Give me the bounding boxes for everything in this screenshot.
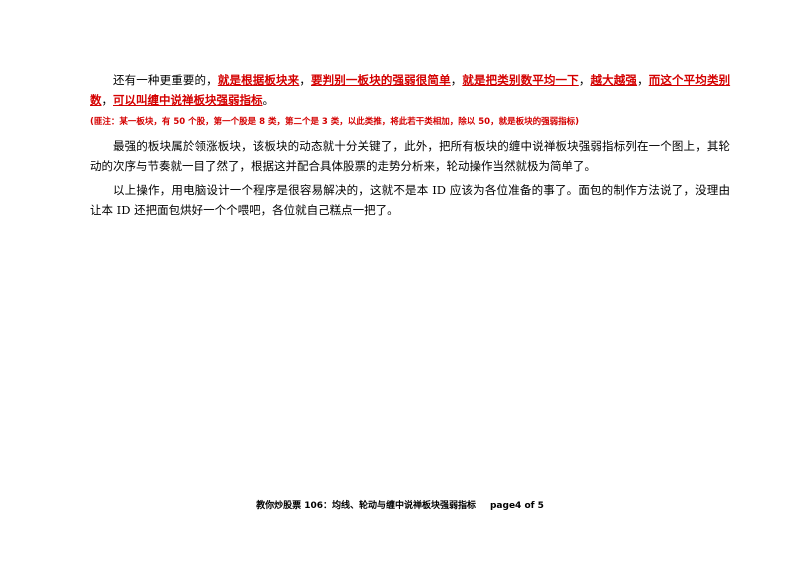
separator: ， (101, 93, 114, 107)
page-content: 还有一种更重要的，就是根据板块来，要判别一板块的强弱很简单，就是把类别数平均一下… (90, 70, 730, 224)
highlight-average-number: 而这个平均类别数 (90, 73, 731, 107)
highlight-average-categories: 就是把类别数平均一下 (462, 73, 579, 87)
separator: ， (299, 73, 311, 87)
paragraph-end: 。 (262, 93, 275, 107)
separator: ， (450, 73, 463, 87)
separator: ， (578, 73, 591, 87)
paragraph-text: 还有一种更重要的， (113, 73, 218, 87)
paragraph-leading-board: 最强的板块属於领涨板块，该板块的动态就十分关键了，此外，把所有板块的缠中说禅板块… (90, 139, 730, 173)
paragraph-program: 以上操作，用电脑设计一个程序是很容易解决的，这就不是本 ID 应该为各位准备的事… (90, 183, 730, 217)
highlight-indicator-name: 可以叫缠中说禅板块强弱指标 (113, 93, 263, 107)
page-footer: 教你炒股票 106：均线、轮动与缠中说禅板块强弱指标 page4 of 5 (0, 498, 800, 511)
footer-title: 教你炒股票 106：均线、轮动与缠中说禅板块强弱指标 (256, 501, 476, 511)
paragraph-board-strength: 还有一种更重要的，就是根据板块来，要判别一板块的强弱很简单，就是把类别数平均一下… (90, 70, 730, 110)
editor-note: (匪注：某一板块，有 50 个股，第一个股是 8 类，第二个是 3 类，以此类推… (90, 117, 579, 127)
separator: ， (637, 73, 649, 87)
highlight-by-board: 就是根据板块来 (217, 73, 300, 87)
highlight-bigger-stronger: 越大越强 (590, 73, 638, 87)
footer-page-number: page4 of 5 (489, 501, 544, 511)
highlight-judge-strength: 要判别一板块的强弱很简单 (310, 73, 451, 87)
